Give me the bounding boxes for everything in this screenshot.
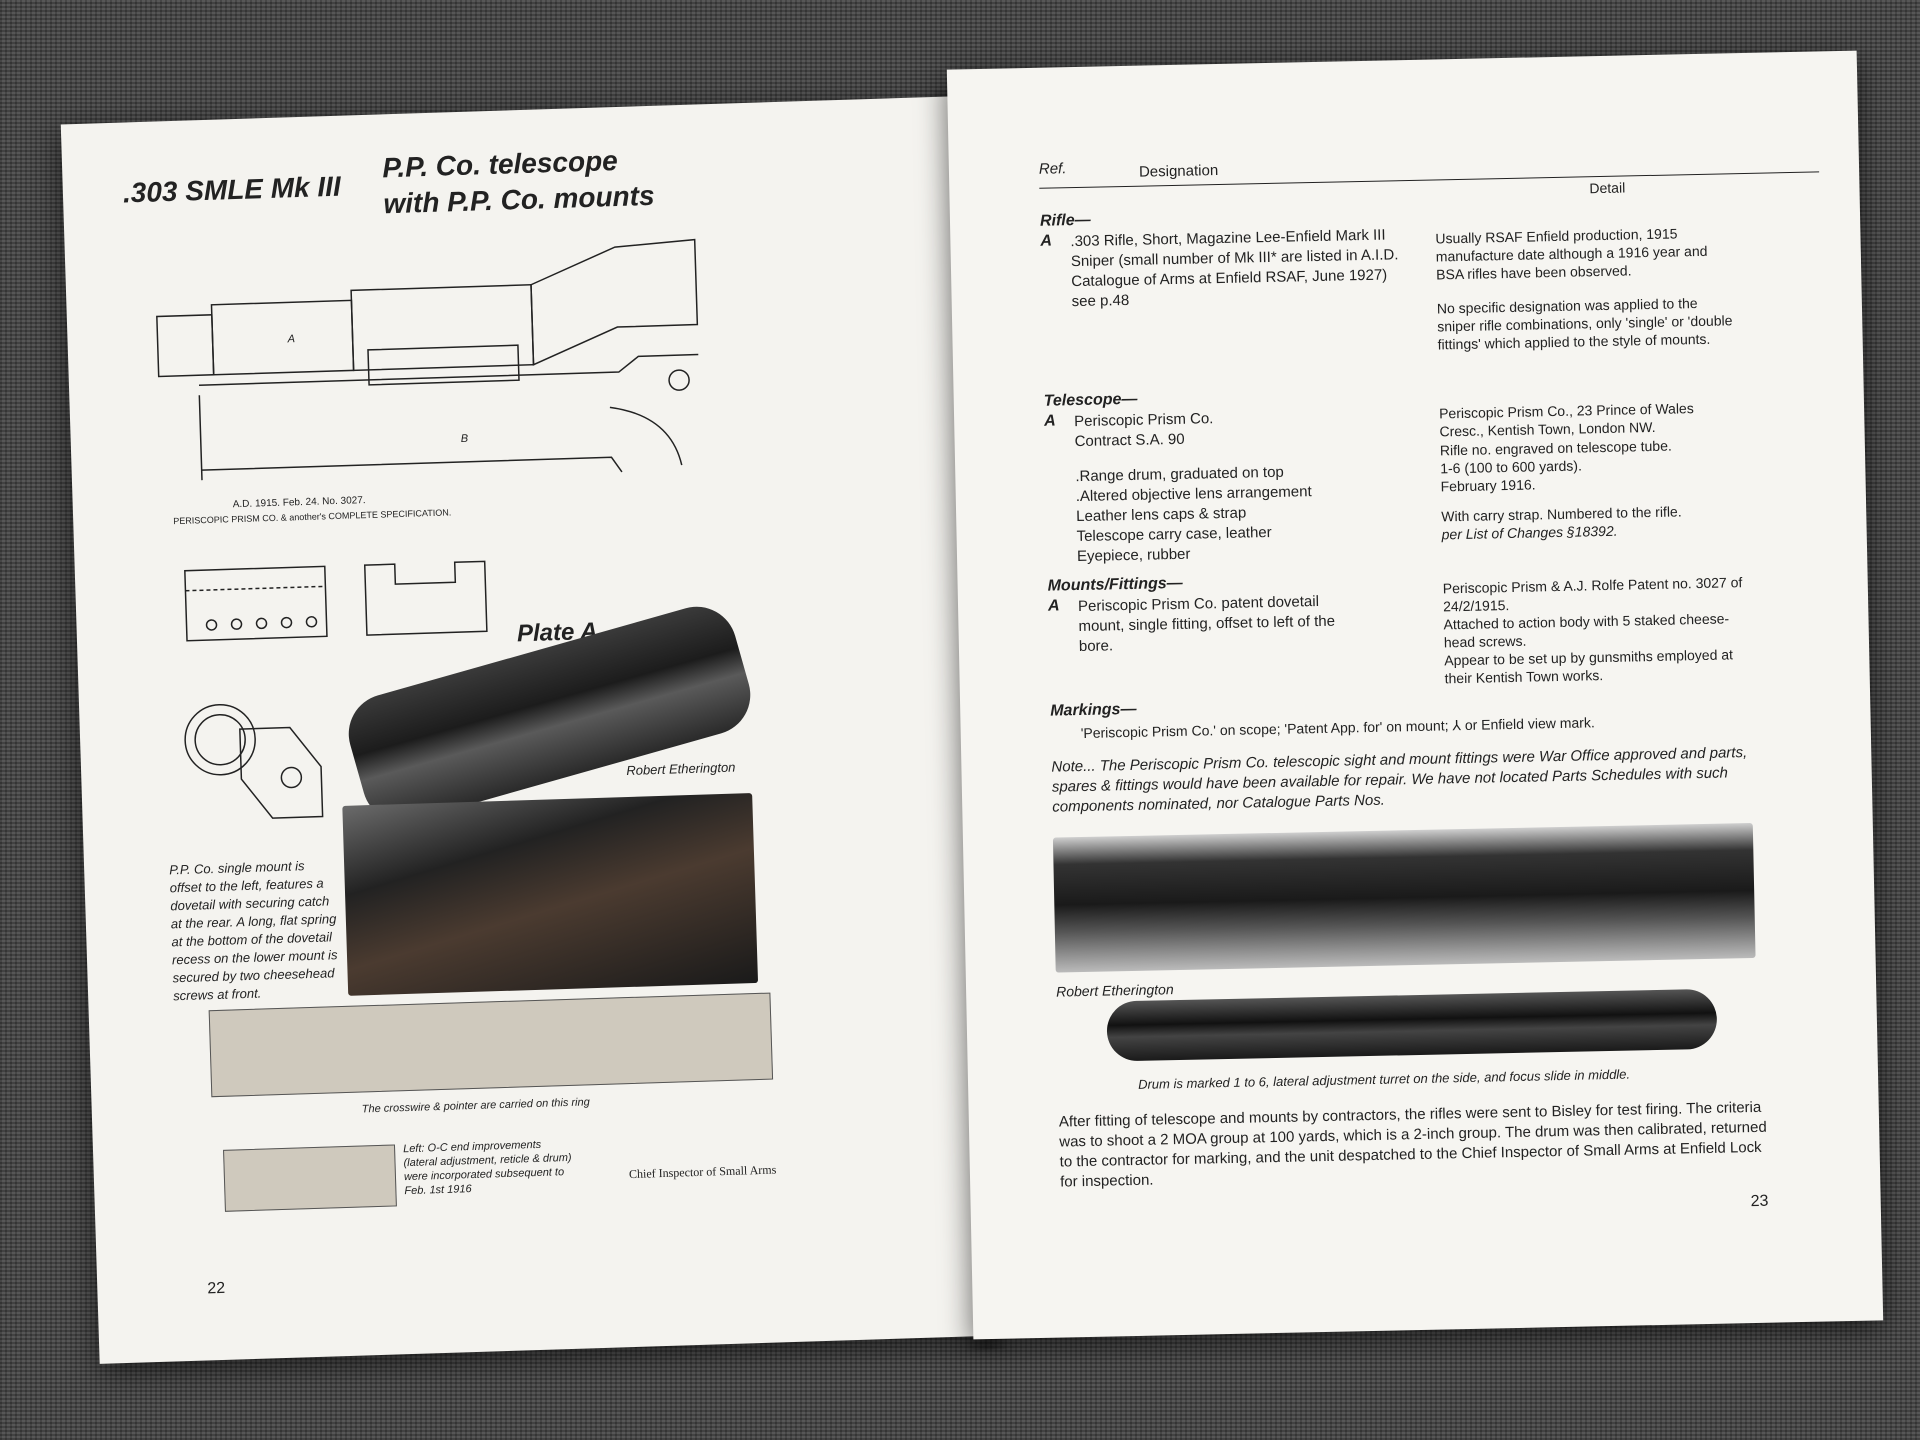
drum-caption: Drum is marked 1 to 6, lateral adjustmen… bbox=[1137, 1066, 1631, 1092]
telescope-designation-1: Periscopic Prism Co. bbox=[1074, 410, 1214, 431]
rifle-mount-photo bbox=[342, 793, 759, 996]
patent-caption-line2: PERISCOPIC PRISM CO. & another's COMPLET… bbox=[173, 507, 452, 527]
note-text: Note... The Periscopic Prism Co. telesco… bbox=[1051, 744, 1748, 816]
patent-drawing-cross-section bbox=[184, 703, 324, 819]
blueprint-eyepiece-drawing bbox=[223, 1144, 397, 1212]
left-page: .303 SMLE Mk III P.P. Co. telescope with… bbox=[60, 96, 1000, 1364]
patent-label-a: A bbox=[286, 333, 295, 345]
rifle-detail-2: No specific designation was applied to t… bbox=[1436, 294, 1733, 353]
markings-heading: Markings— bbox=[1050, 700, 1137, 720]
rifle-ref: A bbox=[1040, 232, 1053, 250]
mount-caption: P.P. Co. single mount is offset to the l… bbox=[168, 858, 338, 1004]
mounts-detail-3: Appear to be set up by gunsmiths employe… bbox=[1444, 646, 1734, 687]
telescope-heading: Telescope— bbox=[1043, 390, 1138, 410]
header-ref: Ref. bbox=[1038, 160, 1067, 178]
header-detail: Detail bbox=[1589, 179, 1626, 197]
photo-credit-right: Robert Etherington bbox=[1055, 981, 1174, 1000]
page-number-right: 23 bbox=[1750, 1192, 1769, 1211]
telescope-ref: A bbox=[1044, 412, 1056, 430]
photo-credit-left: Robert Etherington bbox=[626, 759, 736, 778]
patent-drawing-mount-details bbox=[184, 560, 488, 642]
telescope-feature: Eyepiece, rubber bbox=[1076, 545, 1191, 566]
header-designation: Designation bbox=[1138, 162, 1219, 181]
patent-label-b: B bbox=[461, 433, 469, 445]
telescope-designation-2: Contract S.A. 90 bbox=[1074, 430, 1185, 451]
patent-drawing-telescope: A B bbox=[156, 238, 699, 481]
telescope-side-photo bbox=[1106, 988, 1718, 1062]
telescope-detail-6: per List of Changes §18392. bbox=[1441, 522, 1618, 543]
oc-improvements-caption: Left: O-C end improvements (lateral adju… bbox=[402, 1138, 572, 1198]
mounts-ref: A bbox=[1047, 597, 1060, 615]
blueprint-telescope-drawing bbox=[208, 992, 774, 1098]
page-title: .303 SMLE Mk III bbox=[122, 170, 342, 209]
rifle-heading: Rifle— bbox=[1039, 211, 1091, 230]
rifle-detail-1: Usually RSAF Enfield production, 1915 ma… bbox=[1435, 225, 1708, 283]
telescope-feature: .Altered objective lens arrangement bbox=[1075, 483, 1312, 506]
telescope-feature: Telescope carry case, leather bbox=[1076, 523, 1272, 546]
mounts-designation: Periscopic Prism Co. patent dovetail mou… bbox=[1077, 592, 1336, 656]
rifle-action-photo bbox=[1052, 822, 1756, 973]
mounts-heading: Mounts/Fittings— bbox=[1047, 574, 1183, 595]
telescope-detail-4: February 1916. bbox=[1440, 476, 1536, 495]
crosswire-caption: The crosswire & pointer are carried on t… bbox=[361, 1096, 590, 1116]
markings-text: 'Periscopic Prism Co.' on scope; 'Patent… bbox=[1080, 714, 1595, 742]
page-subtitle-line1: P.P. Co. telescope bbox=[381, 144, 619, 184]
rifle-designation: .303 Rifle, Short, Magazine Lee-Enfield … bbox=[1070, 226, 1399, 311]
page-number-left: 22 bbox=[207, 1279, 226, 1298]
body-text: After fitting of telescope and mounts by… bbox=[1058, 1098, 1767, 1191]
cisa-label: Chief Inspector of Small Arms bbox=[628, 1162, 777, 1182]
telescope-detail-1: Periscopic Prism Co., 23 Prince of Wales… bbox=[1438, 400, 1694, 440]
patent-caption-line1: A.D. 1915. Feb. 24. No. 3027. bbox=[232, 495, 366, 511]
right-page: Ref. Designation Detail Rifle— A .303 Ri… bbox=[946, 50, 1884, 1340]
telescope-detail-3: 1-6 (100 to 600 yards). bbox=[1440, 457, 1583, 477]
